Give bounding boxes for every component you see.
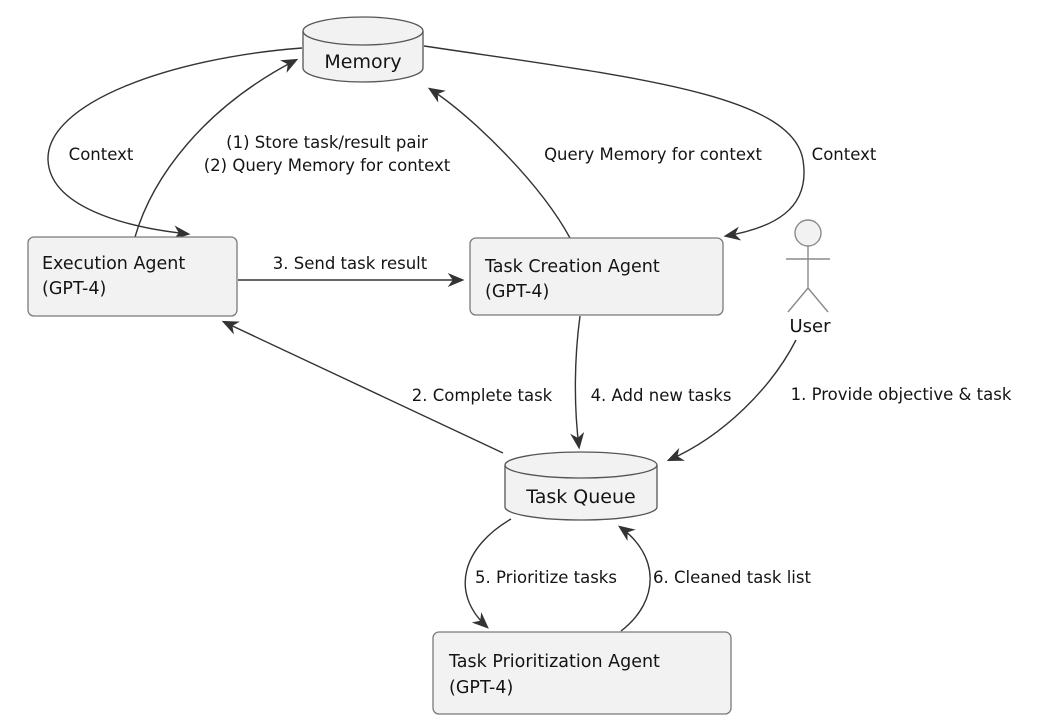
edge-query-memory bbox=[427, 87, 571, 239]
edge-provide-objective bbox=[666, 339, 797, 462]
edge-label-query-memory-for-context-2: (2) Query Memory for context bbox=[204, 156, 451, 175]
node-user: User bbox=[786, 219, 831, 337]
edge-label-add-new-tasks: 4. Add new tasks bbox=[591, 386, 732, 405]
edge-cleaned-task-list bbox=[617, 525, 651, 632]
edge-add-new-tasks bbox=[570, 315, 585, 450]
node-task-prioritization-agent: Task Prioritization Agent (GPT-4) bbox=[432, 631, 732, 715]
node-execution-agent-sublabel: (GPT-4) bbox=[42, 279, 106, 299]
edge-prioritize-tasks bbox=[464, 518, 512, 629]
user-body-icon bbox=[786, 246, 830, 313]
edge-complete-task bbox=[221, 320, 504, 454]
node-task-queue: Task Queue bbox=[504, 451, 658, 521]
node-memory: Memory bbox=[302, 16, 424, 83]
edge-label-cleaned-task-list: 6. Cleaned task list bbox=[653, 568, 811, 587]
edge-label-prioritize-tasks: 5. Prioritize tasks bbox=[475, 568, 617, 587]
node-task-creation-agent-sublabel: (GPT-4) bbox=[485, 282, 549, 302]
node-task-prioritization-agent-sublabel: (GPT-4) bbox=[449, 678, 513, 698]
node-task-creation-agent-label: Task Creation Agent bbox=[484, 257, 660, 277]
user-head-icon bbox=[794, 219, 822, 247]
node-execution-agent: Execution Agent (GPT-4) bbox=[27, 236, 238, 317]
node-user-label: User bbox=[789, 316, 831, 337]
edge-label-context-right: Context bbox=[812, 145, 877, 164]
edge-label-provide-objective: 1. Provide objective & task bbox=[791, 385, 1012, 404]
edge-label-send-task-result: 3. Send task result bbox=[273, 254, 428, 273]
edge-context-to-task-creation bbox=[423, 45, 805, 241]
node-memory-label: Memory bbox=[324, 51, 401, 73]
edge-label-context-left: Context bbox=[69, 145, 134, 164]
node-task-creation-agent: Task Creation Agent (GPT-4) bbox=[469, 237, 724, 316]
node-task-queue-label: Task Queue bbox=[525, 486, 635, 508]
node-task-prioritization-agent-label: Task Prioritization Agent bbox=[448, 652, 660, 672]
edge-label-query-memory: Query Memory for context bbox=[544, 145, 762, 164]
edge-label-store-task-result-pair: (1) Store task/result pair bbox=[226, 133, 428, 152]
edge-context-to-execution bbox=[47, 47, 303, 240]
edge-store-and-query bbox=[134, 58, 299, 238]
edge-label-complete-task: 2. Complete task bbox=[412, 386, 553, 405]
node-execution-agent-label: Execution Agent bbox=[42, 254, 185, 274]
